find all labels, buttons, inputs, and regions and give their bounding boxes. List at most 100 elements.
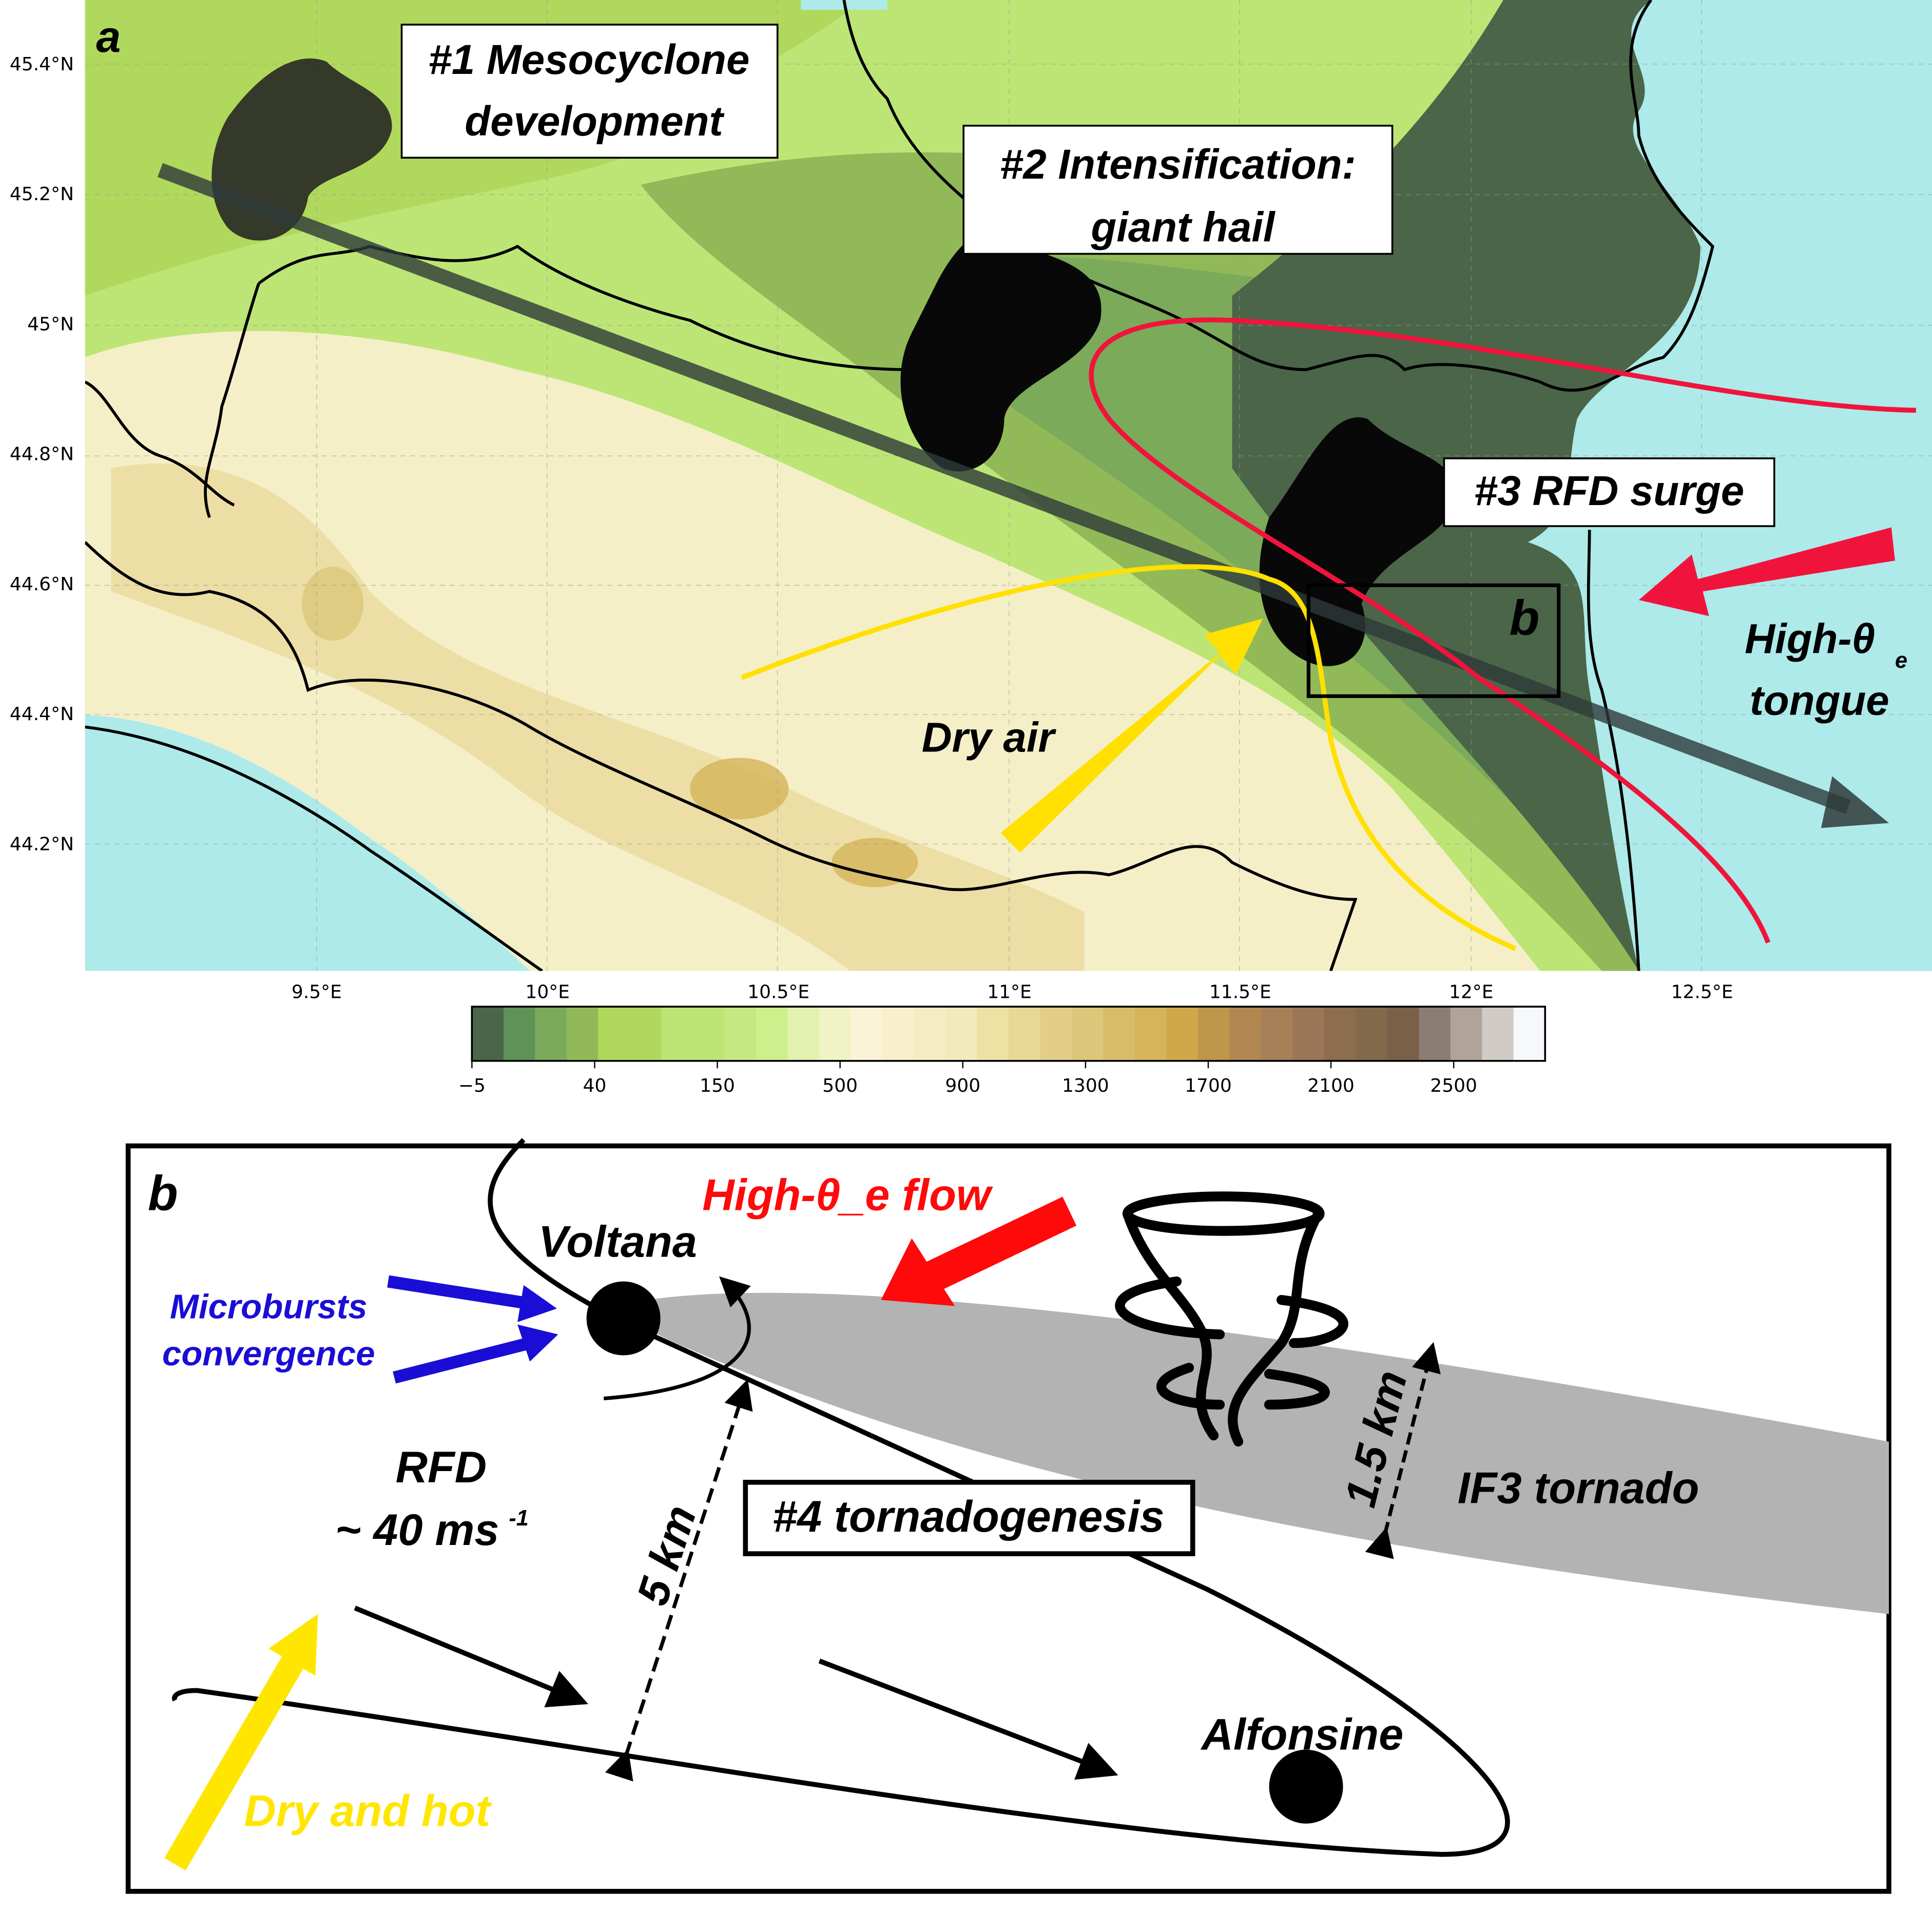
latitude-tick-label: 44.6°N — [10, 574, 74, 595]
dry-air-boundary — [741, 564, 1517, 951]
stage-2-subtitle: giant hail — [1090, 204, 1276, 251]
colorbar-segment — [1450, 1007, 1483, 1061]
peak — [690, 758, 789, 820]
colorbar-segment — [1292, 1007, 1325, 1061]
storm-cell-1 — [211, 58, 392, 241]
sea-ligurian — [85, 714, 530, 971]
label-box-2 — [962, 125, 1394, 255]
peak — [302, 567, 364, 641]
label-box-3 — [1443, 457, 1775, 527]
dry-hot-label: Dry and hot — [244, 1787, 492, 1836]
colorbar-segment — [914, 1007, 946, 1061]
alfonsine-label: Alfonsine — [1200, 1710, 1403, 1760]
tornadogenesis-box — [743, 1480, 1195, 1556]
colorbar-segment — [1356, 1007, 1388, 1061]
longitude-tick-label: 12°E — [1449, 981, 1494, 1002]
high-theta-arrow — [1638, 527, 1895, 616]
longitude-tick-label: 9.5°E — [292, 981, 342, 1002]
stage-1-subtitle: development — [465, 98, 724, 145]
convergence-label: convergence — [162, 1335, 375, 1373]
latitude-tick-label: 44.8°N — [10, 444, 74, 465]
high-theta-flow-arrowhead — [881, 1238, 955, 1306]
tornado-icon — [1115, 1191, 1348, 1447]
colorbar-segment — [1482, 1007, 1514, 1061]
colorbar-tick-label: 2100 — [1307, 1075, 1355, 1096]
latitude-tick-label: 45.4°N — [10, 54, 74, 75]
alfonsine-marker — [1269, 1749, 1343, 1824]
high-theta-flow-label: High-θ_e flow — [702, 1170, 993, 1220]
colorbar-segment — [1134, 1007, 1167, 1061]
colorbar-tick-label: 2500 — [1430, 1075, 1477, 1096]
colorbar-segment — [945, 1007, 978, 1061]
high-theta-flow-arrow — [923, 1196, 1077, 1292]
colorbar-segment — [882, 1007, 915, 1061]
longitude-tick-label: 10.5°E — [747, 981, 809, 1002]
colorbar-segment — [1229, 1007, 1262, 1061]
colorbar-segment — [1166, 1007, 1199, 1061]
colorbar-segment — [629, 1007, 662, 1061]
colorbar-tick-label: 1700 — [1185, 1075, 1232, 1096]
colorbar-tick-label: 900 — [945, 1075, 980, 1096]
panel-a-label: a — [96, 12, 121, 62]
colorbar-segment — [1513, 1007, 1546, 1061]
colorbar-segment — [1103, 1007, 1135, 1061]
stage-2-title: #2 Intensification: — [1000, 141, 1356, 188]
colorbar-segment — [1419, 1007, 1451, 1061]
dry-air-arrow — [1000, 619, 1263, 853]
colorbar-segment — [1261, 1007, 1293, 1061]
colorbar-segment — [1387, 1007, 1420, 1061]
latitude-tick-label: 45°N — [27, 314, 74, 335]
longitude-labels: 9.5°E 10°E 10.5°E 11°E 11.5°E 12°E 12.5°E — [292, 981, 1733, 1002]
colorbar-frame — [471, 1006, 1547, 1062]
dry-hot-arrow — [164, 1651, 306, 1871]
inset-b-box — [1306, 583, 1561, 698]
latitude-tick-label: 44.4°N — [10, 704, 74, 725]
colorbar-segment — [1324, 1007, 1357, 1061]
schematic-panel-b — [125, 1138, 1891, 1894]
microburst-arrow-1 — [387, 1275, 531, 1310]
storm-cell-2 — [900, 228, 1102, 472]
width-1-5km-line — [1365, 1342, 1441, 1559]
high-theta-label: High-θ — [1745, 615, 1875, 662]
grid — [85, 0, 1932, 971]
stage-3-title: #3 RFD surge — [1474, 468, 1744, 514]
gust-front-outline — [172, 1138, 1510, 1857]
track-arrowhead — [1821, 776, 1889, 828]
rfd-flow-arrow-1 — [354, 1606, 588, 1708]
colorbar-segment — [566, 1007, 599, 1061]
latitude-tick-label: 45.2°N — [10, 184, 74, 205]
label-box-1 — [400, 24, 779, 159]
if3-tornado-label: IF3 tornado — [1458, 1464, 1699, 1513]
colorbar-segment — [724, 1007, 757, 1061]
colorbar-tick-label: −5 — [458, 1075, 486, 1096]
microburst-arrow-2 — [393, 1337, 532, 1384]
longitude-tick-label: 12.5°E — [1671, 981, 1733, 1002]
colorbar-segment — [535, 1007, 568, 1061]
rfd-speed-label: ~ 40 ms — [335, 1505, 499, 1555]
colorbar-segment — [1040, 1007, 1073, 1061]
rfd-label: RFD — [396, 1443, 487, 1492]
tongue-label: tongue — [1750, 677, 1889, 724]
colorbar-segment — [692, 1007, 725, 1061]
colorbar-segment — [977, 1007, 1010, 1061]
storm-track — [157, 163, 1851, 814]
microbursts-label: Microbursts — [170, 1288, 368, 1326]
colorbar-segment — [756, 1007, 788, 1061]
distance-5km-line — [605, 1379, 753, 1782]
colorbar-tick-label: 1300 — [1062, 1075, 1109, 1096]
voltana-label: Voltana — [538, 1218, 697, 1267]
longitude-tick-label: 11.5°E — [1209, 981, 1271, 1002]
longitude-tick-label: 11°E — [987, 981, 1032, 1002]
longitude-tick-label: 10°E — [526, 981, 570, 1002]
colorbar-tick-label: 150 — [700, 1075, 735, 1096]
colorbar-segment — [472, 1007, 505, 1061]
colorbar-segment — [503, 1007, 536, 1061]
colorbar-segment — [1008, 1007, 1041, 1061]
panel-b-label: b — [148, 1166, 178, 1221]
colorbar-segment — [819, 1007, 852, 1061]
dry-hot-arrowhead — [268, 1614, 318, 1676]
peak — [832, 838, 918, 887]
high-theta-subscript: e — [1895, 648, 1907, 673]
